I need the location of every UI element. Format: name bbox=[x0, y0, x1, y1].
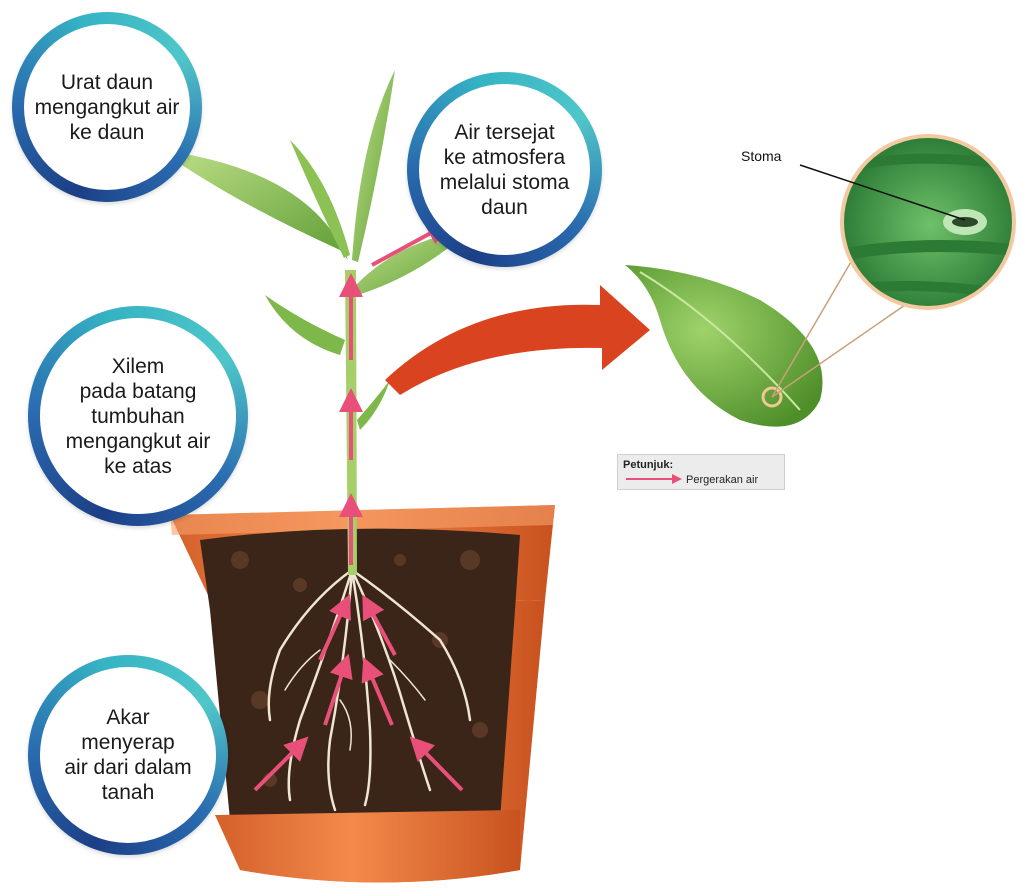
roots-bubble: Akar menyerap air dari dalam tanah bbox=[28, 655, 228, 855]
legend-arrow-icon bbox=[624, 473, 684, 485]
detached-leaf bbox=[625, 265, 823, 427]
stoma-magnified bbox=[840, 134, 1020, 315]
soil bbox=[200, 529, 520, 825]
pot-front bbox=[215, 810, 520, 883]
xylem-bubble: Xilem pada batang tumbuhan mengangkut ai… bbox=[28, 306, 248, 526]
leaf-veins-text: Urat daun mengangkut air ke daun bbox=[29, 70, 186, 145]
legend-title: Petunjuk: bbox=[623, 459, 673, 471]
xylem-text: Xilem pada batang tumbuhan mengangkut ai… bbox=[60, 354, 217, 479]
leaf-veins-bubble: Urat daun mengangkut air ke daun bbox=[12, 12, 202, 202]
legend: Petunjuk: Pergerakan air bbox=[617, 454, 785, 490]
magnify-arrow bbox=[385, 285, 650, 395]
transpiration-bubble: Air tersejat ke atmosfera melalui stoma … bbox=[407, 72, 602, 267]
roots-text: Akar menyerap air dari dalam tanah bbox=[58, 705, 197, 805]
transpiration-text: Air tersejat ke atmosfera melalui stoma … bbox=[434, 120, 576, 220]
legend-item-label: Pergerakan air bbox=[686, 474, 758, 486]
stoma-label: Stoma bbox=[741, 148, 781, 164]
